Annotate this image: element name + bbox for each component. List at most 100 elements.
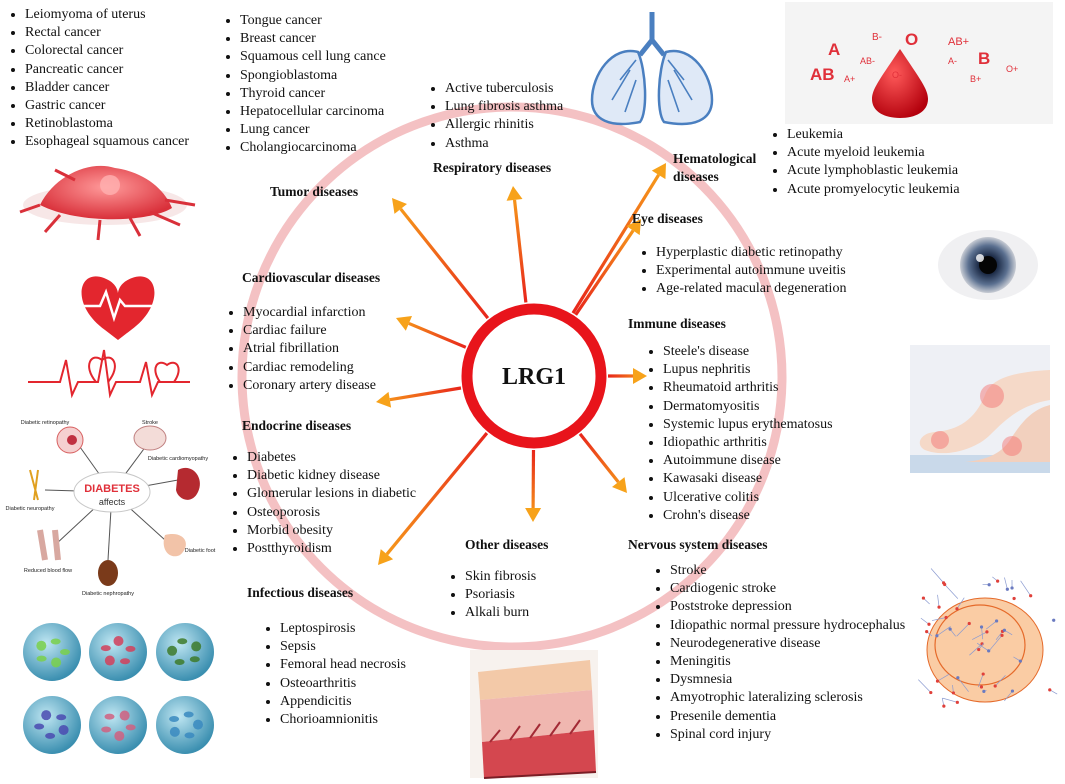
network-line bbox=[1004, 690, 1013, 702]
network-node bbox=[955, 700, 959, 704]
network-node bbox=[951, 691, 956, 695]
network-node bbox=[956, 676, 960, 680]
arrow-head bbox=[396, 316, 413, 331]
microbes-illustration bbox=[23, 623, 214, 754]
eye-item: Age-related macular degeneration bbox=[656, 280, 846, 298]
infectious-item: Sepsis bbox=[280, 638, 406, 656]
network-line bbox=[995, 631, 1003, 641]
tumor-item: Lung cancer bbox=[240, 121, 386, 139]
network-node bbox=[979, 625, 984, 629]
nervous-item: Cardiogenic stroke bbox=[670, 580, 905, 598]
endocrine-item: Diabetes bbox=[247, 449, 416, 467]
other-item: Skin fibrosis bbox=[465, 568, 536, 586]
microbe-shape bbox=[167, 645, 178, 656]
microbe-shape bbox=[114, 730, 125, 741]
hematological-heading-line2: diseases bbox=[673, 169, 719, 184]
network-node bbox=[1048, 688, 1052, 692]
network-node bbox=[967, 621, 971, 626]
cardiovascular-item: Atrial fibrillation bbox=[243, 340, 376, 358]
tumor-item: Cholangiocarcinoma bbox=[240, 139, 386, 157]
infectious-heading: Infectious diseases bbox=[247, 585, 354, 600]
network-node bbox=[1018, 659, 1022, 663]
microbe-shape bbox=[51, 657, 62, 668]
nervous-list: StrokeCardiogenic strokePoststroke depre… bbox=[648, 562, 905, 744]
hematological-item: Acute myeloid leukemia bbox=[787, 144, 960, 162]
network-node bbox=[1029, 594, 1033, 598]
infectious-item: Appendicitis bbox=[280, 693, 406, 711]
other-item: Alkali burn bbox=[465, 604, 536, 622]
network-line bbox=[931, 617, 947, 621]
microbe-shape bbox=[125, 724, 136, 731]
microbe-shape bbox=[183, 711, 194, 718]
infectious-item: Chorioamnionitis bbox=[280, 711, 406, 729]
cardiovascular-item: Myocardial infarction bbox=[243, 304, 376, 322]
network-line bbox=[920, 617, 930, 625]
microbe-shape bbox=[45, 732, 56, 739]
cardiovascular-list: Myocardial infarctionCardiac failureAtri… bbox=[221, 304, 376, 395]
blood-type-label: B- bbox=[872, 32, 882, 43]
network-node bbox=[1002, 628, 1007, 632]
microbe-shape bbox=[58, 724, 69, 735]
microbe-shape bbox=[104, 655, 115, 666]
tumor-heading: Tumor diseases bbox=[270, 184, 359, 199]
network-node bbox=[942, 581, 946, 585]
network-line bbox=[956, 597, 965, 609]
microbe-shape bbox=[120, 658, 131, 665]
arrow-shaft bbox=[399, 207, 490, 320]
network-node bbox=[929, 690, 933, 695]
network-line bbox=[981, 627, 984, 640]
tumor-item: Retinoblastoma bbox=[25, 115, 189, 133]
network-node bbox=[977, 647, 981, 652]
nervous-item: Idiopathic normal pressure hydrocephalus bbox=[670, 617, 905, 635]
lungs-illustration bbox=[590, 12, 714, 126]
network-node bbox=[944, 615, 948, 620]
network-node bbox=[935, 634, 939, 638]
immune-item: Rheumatoid arthritis bbox=[663, 379, 833, 397]
network-line bbox=[956, 623, 970, 637]
network-node bbox=[927, 622, 931, 626]
tumor-item: Rectal cancer bbox=[25, 24, 189, 42]
arrow-head bbox=[506, 186, 523, 201]
immune-item: Dermatomyositis bbox=[663, 398, 833, 416]
network-line bbox=[957, 677, 969, 692]
nervous-item: Spinal cord injury bbox=[670, 726, 905, 744]
respiratory-item: Allergic rhinitis bbox=[445, 116, 563, 134]
tumor-item: Pancreatic cancer bbox=[25, 61, 189, 79]
arrow-shaft bbox=[571, 174, 660, 314]
endocrine-item: Postthyroidism bbox=[247, 540, 416, 558]
network-line bbox=[937, 594, 940, 608]
tumor-item: Colorectal cancer bbox=[25, 42, 189, 60]
nervous-item: Meningitis bbox=[670, 653, 905, 671]
blood-type-label: O- bbox=[892, 70, 902, 80]
arrow-head bbox=[392, 198, 407, 214]
blood-type-label: O bbox=[905, 30, 918, 49]
network-line bbox=[944, 584, 959, 599]
center-ring bbox=[461, 303, 607, 449]
microbe-shape bbox=[36, 655, 47, 662]
eye-heading: Eye diseases bbox=[632, 211, 703, 226]
tumor-cell-illustration bbox=[19, 165, 196, 241]
network-node bbox=[935, 679, 940, 683]
eye-illustration bbox=[938, 230, 1038, 300]
diabetes-label: Reduced blood flow bbox=[24, 568, 72, 574]
arrow-shaft bbox=[574, 229, 635, 316]
microbe-circle bbox=[89, 696, 147, 754]
network-node bbox=[1010, 586, 1014, 590]
tumor-item: Hepatocellular carcinoma bbox=[240, 103, 386, 121]
diabetes-center-title: DIABETES bbox=[84, 483, 140, 495]
infectious-list: LeptospirosisSepsisFemoral head necrosis… bbox=[258, 620, 406, 729]
network-node bbox=[948, 627, 952, 631]
blood-type-label: AB+ bbox=[948, 36, 969, 48]
hematological-heading-line1: Hematological bbox=[673, 151, 757, 166]
microbe-circle bbox=[156, 623, 214, 681]
infectious-item: Leptospirosis bbox=[280, 620, 406, 638]
microbe-shape bbox=[36, 640, 47, 651]
cardiovascular-item: Cardiac failure bbox=[243, 322, 376, 340]
diabetes-center-subtitle: affects bbox=[99, 497, 126, 507]
nervous-item: Poststroke depression bbox=[670, 598, 905, 616]
tumor-item: Bladder cancer bbox=[25, 79, 189, 97]
network-node bbox=[1010, 689, 1015, 693]
endocrine-item: Osteoporosis bbox=[247, 504, 416, 522]
arrow-shaft bbox=[385, 432, 489, 556]
